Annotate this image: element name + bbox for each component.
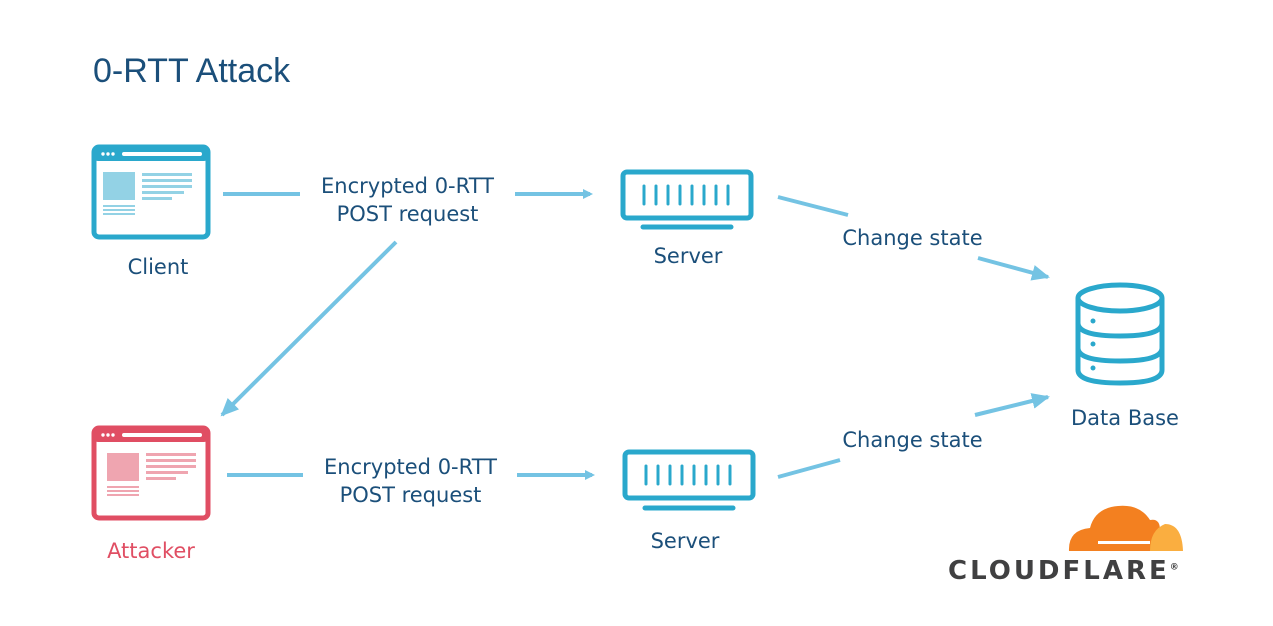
attacker-request-line1: Encrypted 0-RTT (324, 455, 497, 479)
cloudflare-logo-text: CLOUDFLARE® (948, 556, 1179, 586)
client-to-attacker-arrow (220, 240, 398, 417)
cloudflare-wordmark: CLOUDFLARE (948, 556, 1170, 586)
server-bottom-icon (622, 449, 756, 511)
server-top-to-db-arrow (977, 256, 1050, 281)
attacker-browser-icon (91, 425, 211, 521)
client-request-label: Encrypted 0-RTT POST request (300, 172, 515, 228)
client-label: Client (127, 255, 189, 279)
attacker-label: Attacker (107, 539, 195, 563)
server-bottom-to-db-arrow (974, 393, 1050, 417)
server-bottom-to-db-line (777, 458, 841, 479)
client-request-line1: Encrypted 0-RTT (321, 174, 494, 198)
change-state-bottom-label: Change state (842, 428, 983, 452)
attacker-request-label: Encrypted 0-RTT POST request (303, 453, 518, 509)
client-browser-icon (91, 144, 211, 240)
cloudflare-cloud-icon (1068, 505, 1183, 551)
database-label: Data Base (1071, 406, 1179, 430)
registered-mark: ® (1169, 562, 1179, 573)
diagram-title: 0-RTT Attack (93, 52, 291, 90)
database-icon (1075, 282, 1165, 386)
server-top-icon (620, 169, 754, 230)
client-request-line2: POST request (336, 202, 479, 226)
server-top-label: Server (653, 244, 723, 268)
server-bottom-label: Server (650, 529, 720, 553)
change-state-top-label: Change state (842, 226, 983, 250)
attacker-request-line2: POST request (339, 483, 482, 507)
server-top-to-db-line (777, 195, 849, 217)
